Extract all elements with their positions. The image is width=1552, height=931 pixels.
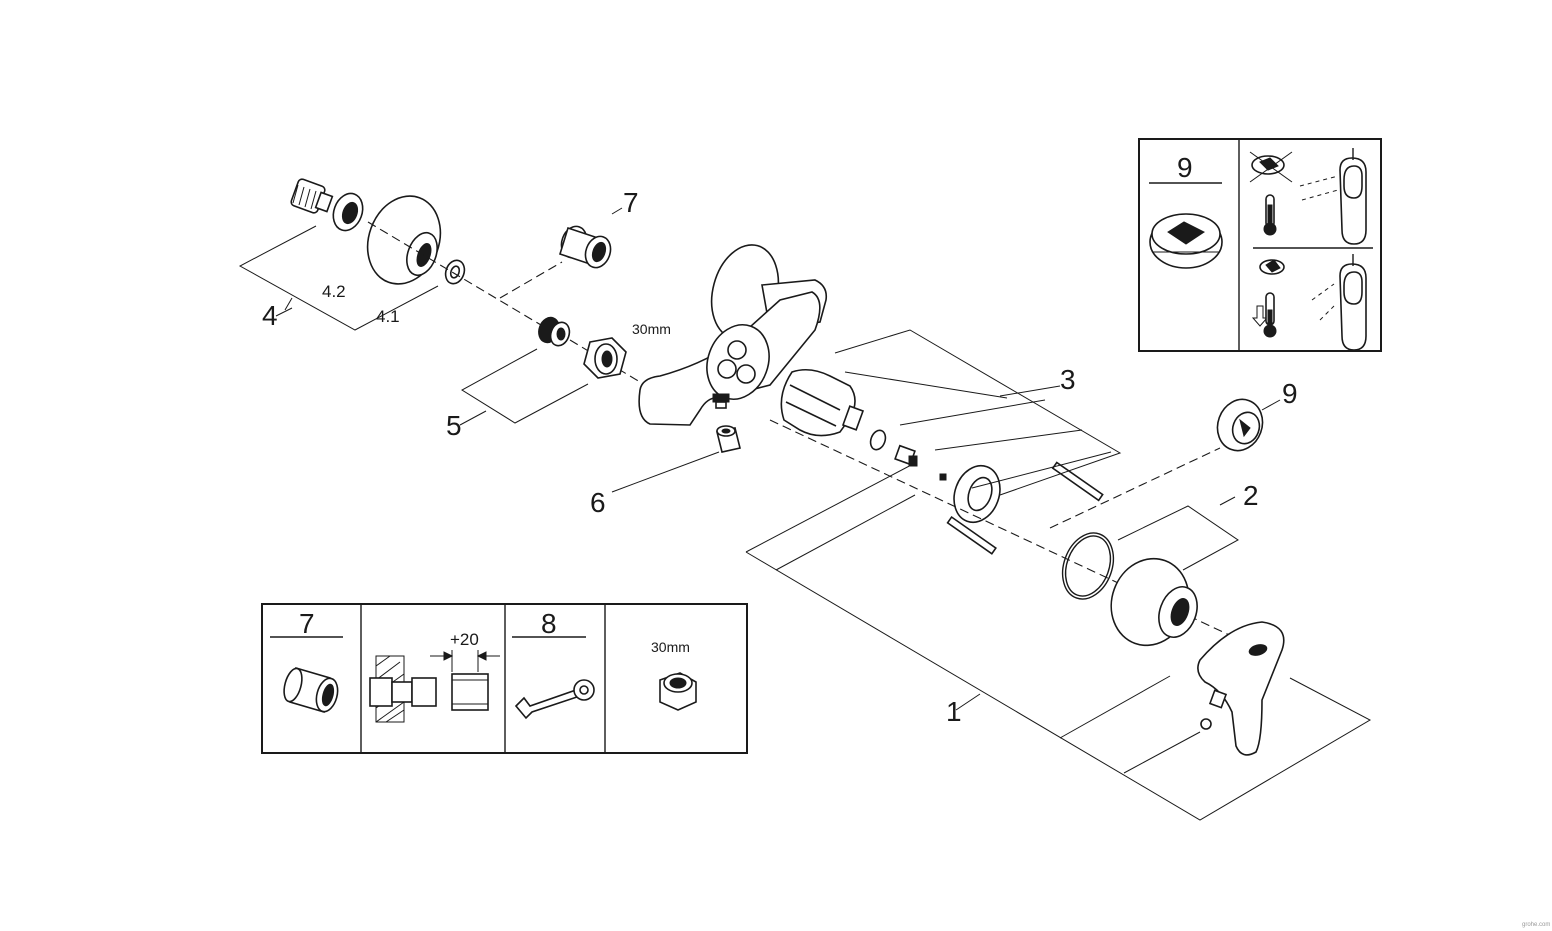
label-nut-size: 30mm xyxy=(632,321,671,337)
inset-wrench-tool xyxy=(514,679,595,720)
inset-nut-size: 30mm xyxy=(651,639,690,655)
label-7: 7 xyxy=(623,187,639,218)
thermometer-cold-icon xyxy=(1263,292,1277,338)
inset-nut xyxy=(659,672,697,711)
inset-wall-extension-diagram xyxy=(369,650,500,723)
inset-row-hot xyxy=(1249,148,1367,245)
cartridge-small-parts xyxy=(869,429,947,481)
inset-label-8: 8 xyxy=(541,608,557,639)
watermark: grohe.com xyxy=(1522,922,1550,928)
escutcheon-set-2 xyxy=(1061,505,1239,647)
inset-cap-large xyxy=(1149,213,1223,269)
down-arrow-icon xyxy=(1251,305,1269,327)
aerator-piece-6 xyxy=(611,425,741,493)
cartridge-set-3 xyxy=(780,329,1122,555)
thermometer-icon xyxy=(1263,194,1277,236)
temperature-limiter-cap-9 xyxy=(1216,398,1281,452)
label-4-2: 4.2 xyxy=(322,282,346,301)
label-4: 4 xyxy=(262,300,278,331)
lever-outline-hot xyxy=(1339,148,1367,245)
washer-4 xyxy=(444,259,466,285)
lever-handle-1 xyxy=(745,462,1372,821)
label-9: 9 xyxy=(1282,378,1298,409)
temperature-limit-inset: 9 xyxy=(1138,138,1382,352)
part-5-connection-set xyxy=(461,316,627,424)
label-2: 2 xyxy=(1243,480,1259,511)
inset-label-7: 7 xyxy=(299,608,315,639)
label-5: 5 xyxy=(446,410,462,441)
accessories-inset: 7 +20 xyxy=(261,603,748,754)
lever-outline-cold xyxy=(1339,254,1367,351)
label-4-1: 4.1 xyxy=(376,307,400,326)
label-3: 3 xyxy=(1060,364,1076,395)
cartridge xyxy=(780,368,865,437)
inset-label-9: 9 xyxy=(1177,152,1193,183)
part-4-connector-assembly xyxy=(238,178,466,331)
mixer-body xyxy=(638,244,828,426)
inset-row-cold xyxy=(1251,254,1367,351)
rosette-4-1 xyxy=(366,195,442,285)
eccentric-connector-4-2 xyxy=(290,178,364,232)
callout-labels: 1 2 3 4 4.1 4.2 5 6 7 9 30mm xyxy=(262,187,1298,727)
retaining-ring xyxy=(953,464,1001,524)
extension-piece-7 xyxy=(559,207,623,269)
union-nut-30mm xyxy=(583,337,627,379)
threaded-nipple xyxy=(538,316,571,347)
label-1: 1 xyxy=(946,696,962,727)
inset-extension-piece xyxy=(283,666,339,714)
inset-dim-plus-20: +20 xyxy=(450,630,479,649)
label-6: 6 xyxy=(590,487,606,518)
